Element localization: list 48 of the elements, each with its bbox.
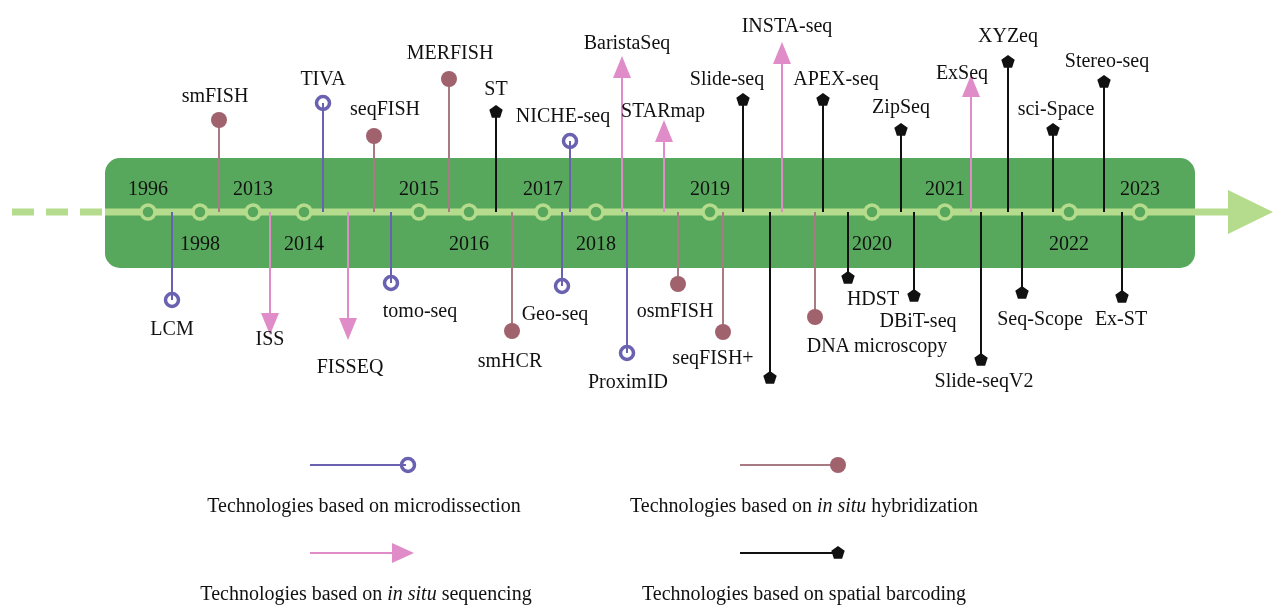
year-label: 2019 <box>690 178 730 198</box>
technology-label: Stereo-seq <box>1064 50 1150 70</box>
year-label: 2021 <box>925 178 965 198</box>
legend-text: Technologies based on spatial barcoding <box>641 582 967 605</box>
technology-label: Slide-seqV2 <box>934 370 1034 390</box>
technology-label: STARmap <box>621 100 705 120</box>
year-label: 2016 <box>449 233 489 253</box>
technology-label: HDST <box>846 288 900 308</box>
technology-label: ISS <box>255 328 285 348</box>
technology-label: sci-Space <box>1017 98 1095 118</box>
year-label: 2017 <box>523 178 563 198</box>
year-label: 2020 <box>852 233 892 253</box>
technology-label: seqFISH <box>350 98 420 118</box>
technology-label: tomo-seq <box>382 300 458 320</box>
technology-label: DNA microscopy <box>806 335 948 355</box>
year-label: 2014 <box>284 233 324 253</box>
technology-label: smFISH <box>181 85 249 105</box>
technology-label: TIVA <box>300 68 346 88</box>
technology-label: LCM <box>150 318 194 338</box>
technology-label: NICHE-seq <box>515 105 611 125</box>
technology-label: MERFISH <box>406 42 494 62</box>
technology-label: Ex-ST <box>1094 308 1148 328</box>
technology-label: DBiT-seq <box>879 310 957 330</box>
technology-label: Seq-Scope <box>997 308 1083 328</box>
legend-text: Technologies based on in situ hybridization <box>630 494 978 517</box>
year-label: 2018 <box>576 233 616 253</box>
technology-label: ExSeq <box>935 62 989 82</box>
technology-label: Geo-seq <box>521 303 589 323</box>
technology-label: BaristaSeq <box>583 32 671 52</box>
year-label: 2023 <box>1120 178 1160 198</box>
technology-label: APEX-seq <box>793 68 879 88</box>
year-label: 2022 <box>1049 233 1089 253</box>
technology-label: ST <box>484 78 508 98</box>
technology-label: INSTA-seq <box>741 15 833 35</box>
year-label: 1998 <box>180 233 220 253</box>
technology-label: ProximID <box>588 371 668 391</box>
year-label: 2015 <box>399 178 439 198</box>
legend-text: Technologies based on microdissection <box>207 494 521 517</box>
legend-text: Technologies based on in situ sequencing <box>200 582 532 605</box>
technology-label: osmFISH <box>636 300 714 320</box>
technology-label: ZipSeq <box>872 96 930 116</box>
technology-label: XYZeq <box>978 25 1038 45</box>
technology-label: FISSEQ <box>316 356 384 376</box>
year-label: 2013 <box>233 178 273 198</box>
technology-label: smHCR <box>477 350 543 370</box>
year-label: 1996 <box>128 178 168 198</box>
technology-label: seqFISH+ <box>672 347 754 367</box>
technology-label: Slide-seq <box>689 68 765 88</box>
